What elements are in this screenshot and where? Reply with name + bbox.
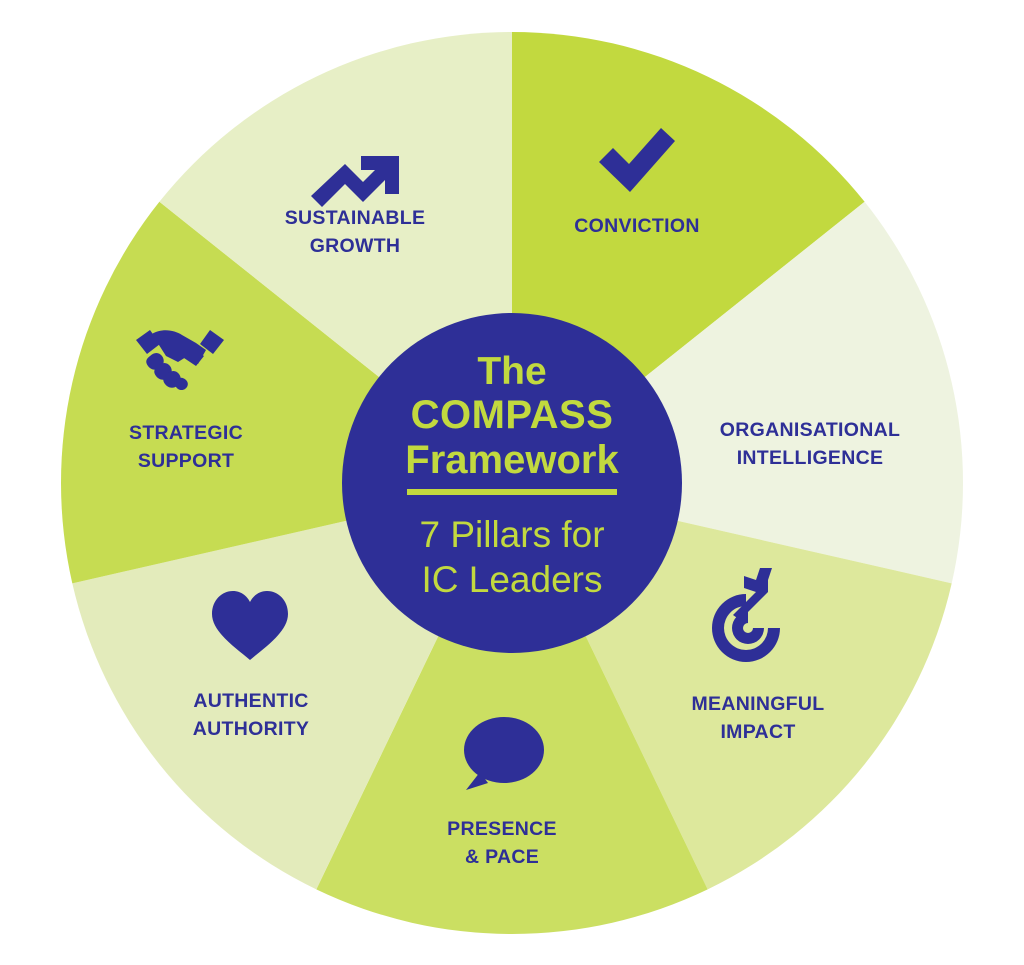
handshake-icon: [136, 330, 224, 391]
target-arrow-icon: [712, 568, 780, 662]
hub: The COMPASS Framework 7 Pillars for IC L…: [342, 313, 682, 653]
segment-labels: CONVICTION ORGANISATIONAL INTELLIGENCE M…: [129, 207, 900, 868]
label-authentic-authority-l2: AUTHORITY: [193, 718, 309, 740]
label-organisational-intelligence-l1: ORGANISATIONAL: [720, 419, 900, 441]
label-conviction: CONVICTION: [574, 215, 699, 237]
label-authentic-authority-l1: AUTHENTIC: [193, 690, 308, 712]
label-sustainable-growth-l1: SUSTAINABLE: [285, 207, 426, 229]
hub-divider: [407, 489, 617, 495]
label-organisational-intelligence-l2: INTELLIGENCE: [737, 447, 884, 469]
heart-icon: [212, 591, 288, 660]
check-icon: [599, 128, 675, 192]
label-presence-and-pace-l2: & PACE: [465, 846, 539, 868]
label-presence-and-pace-l1: PRESENCE: [447, 818, 557, 840]
speech-bubble-icon: [464, 717, 544, 790]
label-meaningful-impact-l1: MEANINGFUL: [692, 693, 825, 715]
wheel-segment-presence-and-pace[interactable]: [316, 483, 708, 935]
trending-up-arrow-icon: [311, 156, 399, 207]
hub-subtitle-line-2: IC Leaders: [422, 559, 603, 600]
hub-circle: [342, 313, 682, 653]
label-sustainable-growth-l2: GROWTH: [310, 235, 401, 257]
label-meaningful-impact-l2: IMPACT: [720, 721, 795, 743]
hub-title-line-1: The: [477, 350, 546, 393]
label-strategic-support-l1: STRATEGIC: [129, 422, 243, 444]
hub-title-line-3: Framework: [405, 438, 619, 482]
label-strategic-support-l2: SUPPORT: [138, 450, 234, 472]
hub-subtitle-line-1: 7 Pillars for: [419, 514, 604, 555]
hub-title-line-2: COMPASS: [411, 393, 614, 437]
